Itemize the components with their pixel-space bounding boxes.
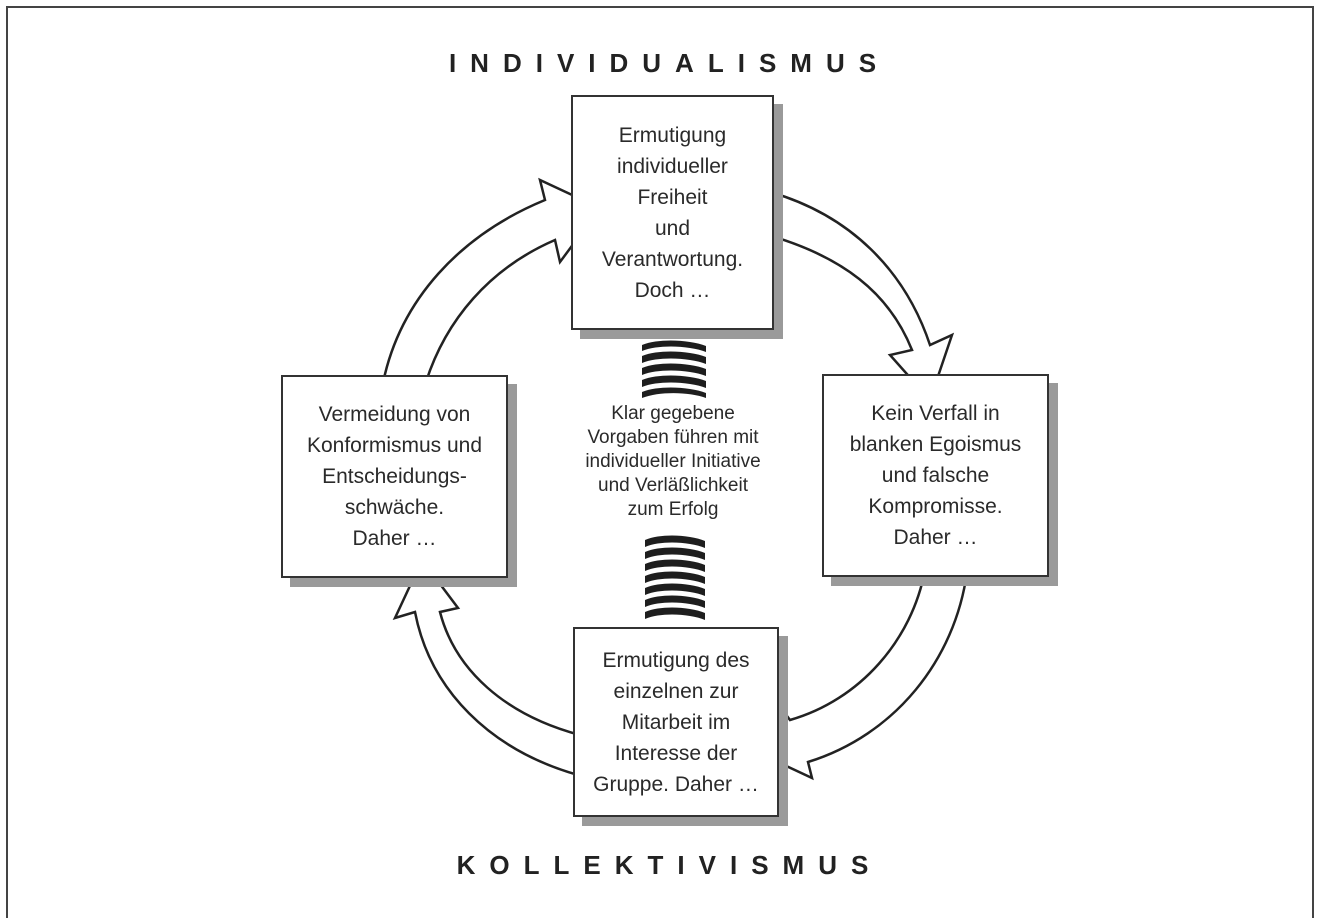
box-group-cooperation-text: Ermutigung des einzelnen zur Mitarbeit i…: [593, 648, 759, 796]
box-individual-freedom-text: Ermutigung individueller Freiheit und Ve…: [601, 123, 744, 302]
heading-kollektivismus: KOLLEKTIVISMUS: [456, 850, 883, 880]
diagram-frame: [6, 6, 1314, 918]
box-avoid-conformism: Vermeidung von Konformismus und Entschei…: [281, 375, 508, 578]
arrow-top-to-right: [755, 190, 955, 403]
box-group-cooperation: Ermutigung des einzelnen zur Mitarbeit i…: [573, 627, 779, 817]
box-avoid-conformism-text: Vermeidung von Konformismus und Entschei…: [306, 403, 483, 550]
center-statement: Klar gegebene Vorgaben führen mit indivi…: [585, 403, 761, 520]
arrow-right-to-bottom: [750, 568, 969, 781]
heading-individualismus: INDIVIDUALISMUS: [448, 48, 891, 78]
helix-spring-icon-upper: [642, 340, 706, 398]
box-no-egoism-text: Kein Verfall in blanken Egoismus und fal…: [849, 402, 1022, 549]
arrow-bottom-to-left: [392, 557, 582, 777]
box-individual-freedom: Ermutigung individueller Freiheit und Ve…: [571, 95, 774, 330]
helix-spring-icon-lower: [645, 535, 705, 620]
arrow-left-to-top: [381, 177, 602, 387]
box-no-egoism: Kein Verfall in blanken Egoismus und fal…: [822, 374, 1049, 577]
